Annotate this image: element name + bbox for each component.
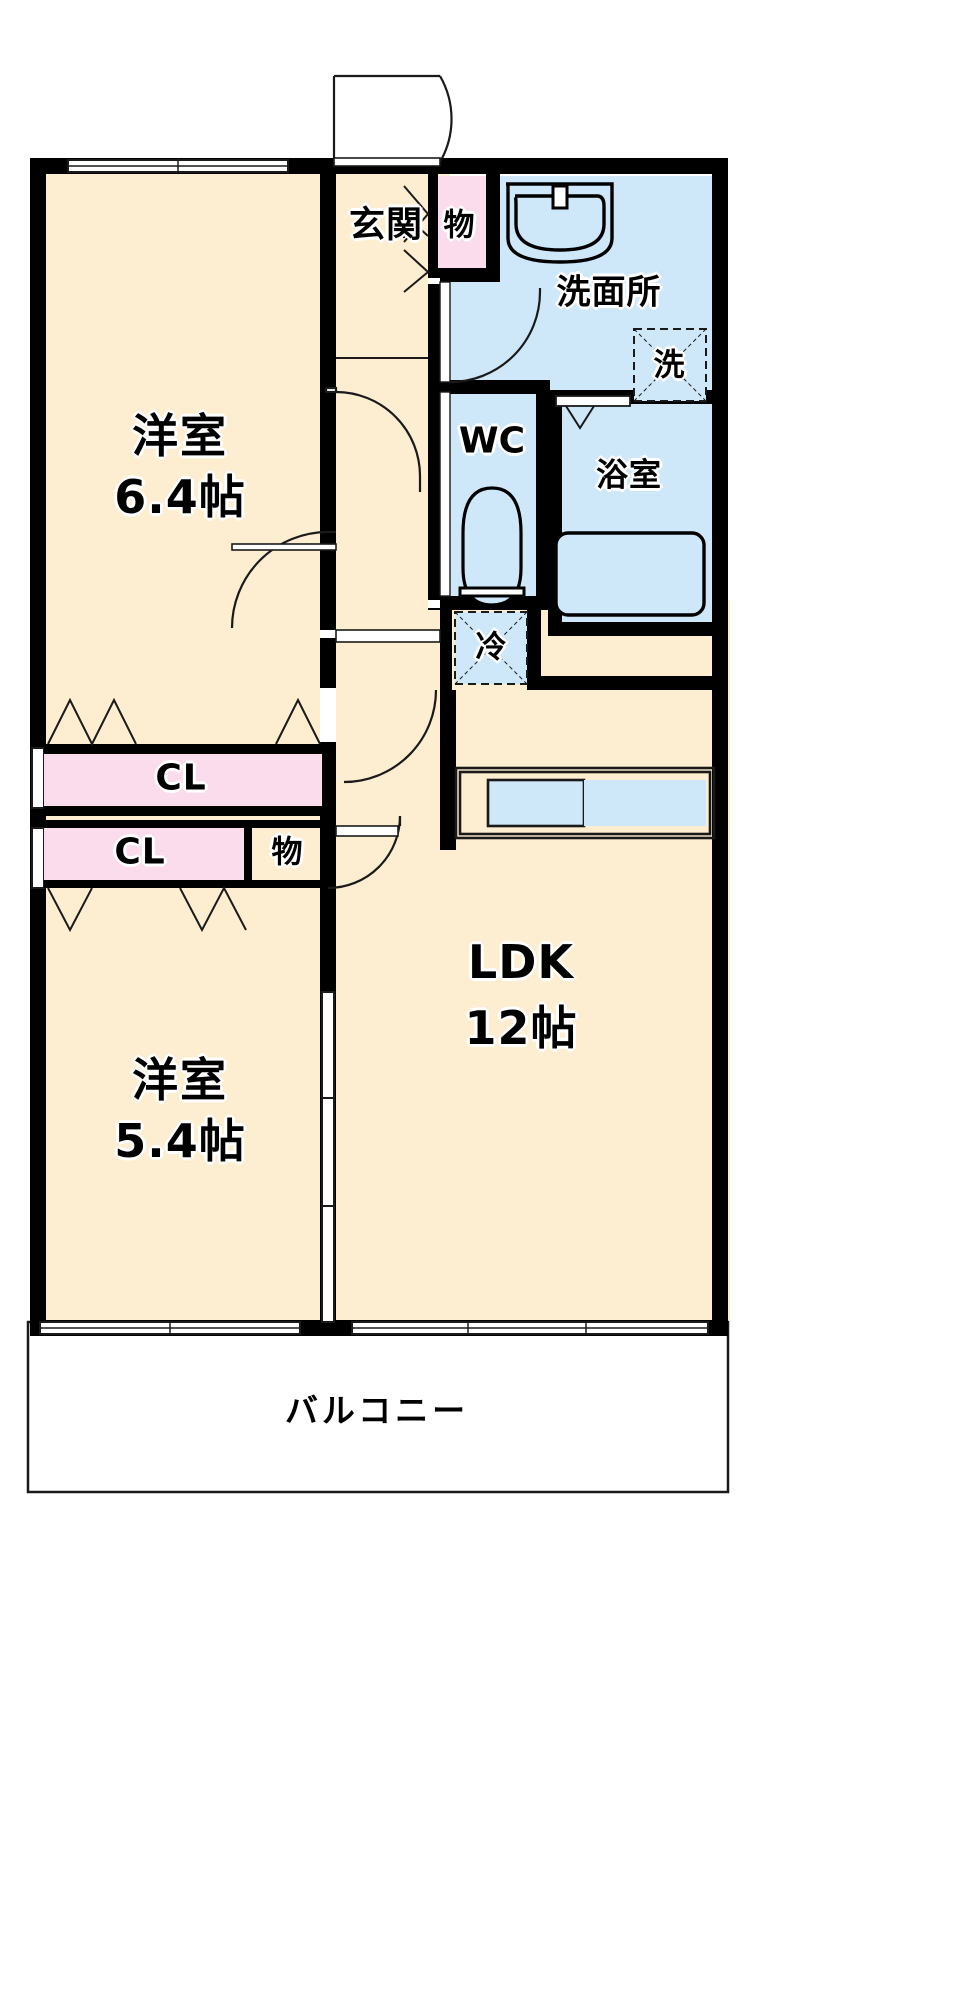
toilet-fixture [458, 486, 526, 607]
windows [31, 158, 709, 1335]
door-openings [231, 278, 441, 837]
door-swings [230, 74, 542, 890]
kitchen-counter-fixture [454, 766, 716, 840]
washroom-doorway [439, 281, 451, 597]
refrigerator-space [454, 611, 528, 685]
balcony-outline [26, 1320, 730, 1494]
entrance-step [336, 185, 430, 359]
bathtub-fixture [554, 531, 706, 617]
sliding-door [321, 991, 335, 1323]
vanity-basin-fixture [506, 182, 614, 264]
closet-blocks [44, 744, 322, 888]
closet-folding-doors [47, 697, 321, 933]
washing-machine-space [633, 328, 707, 402]
bath-door [555, 395, 631, 430]
